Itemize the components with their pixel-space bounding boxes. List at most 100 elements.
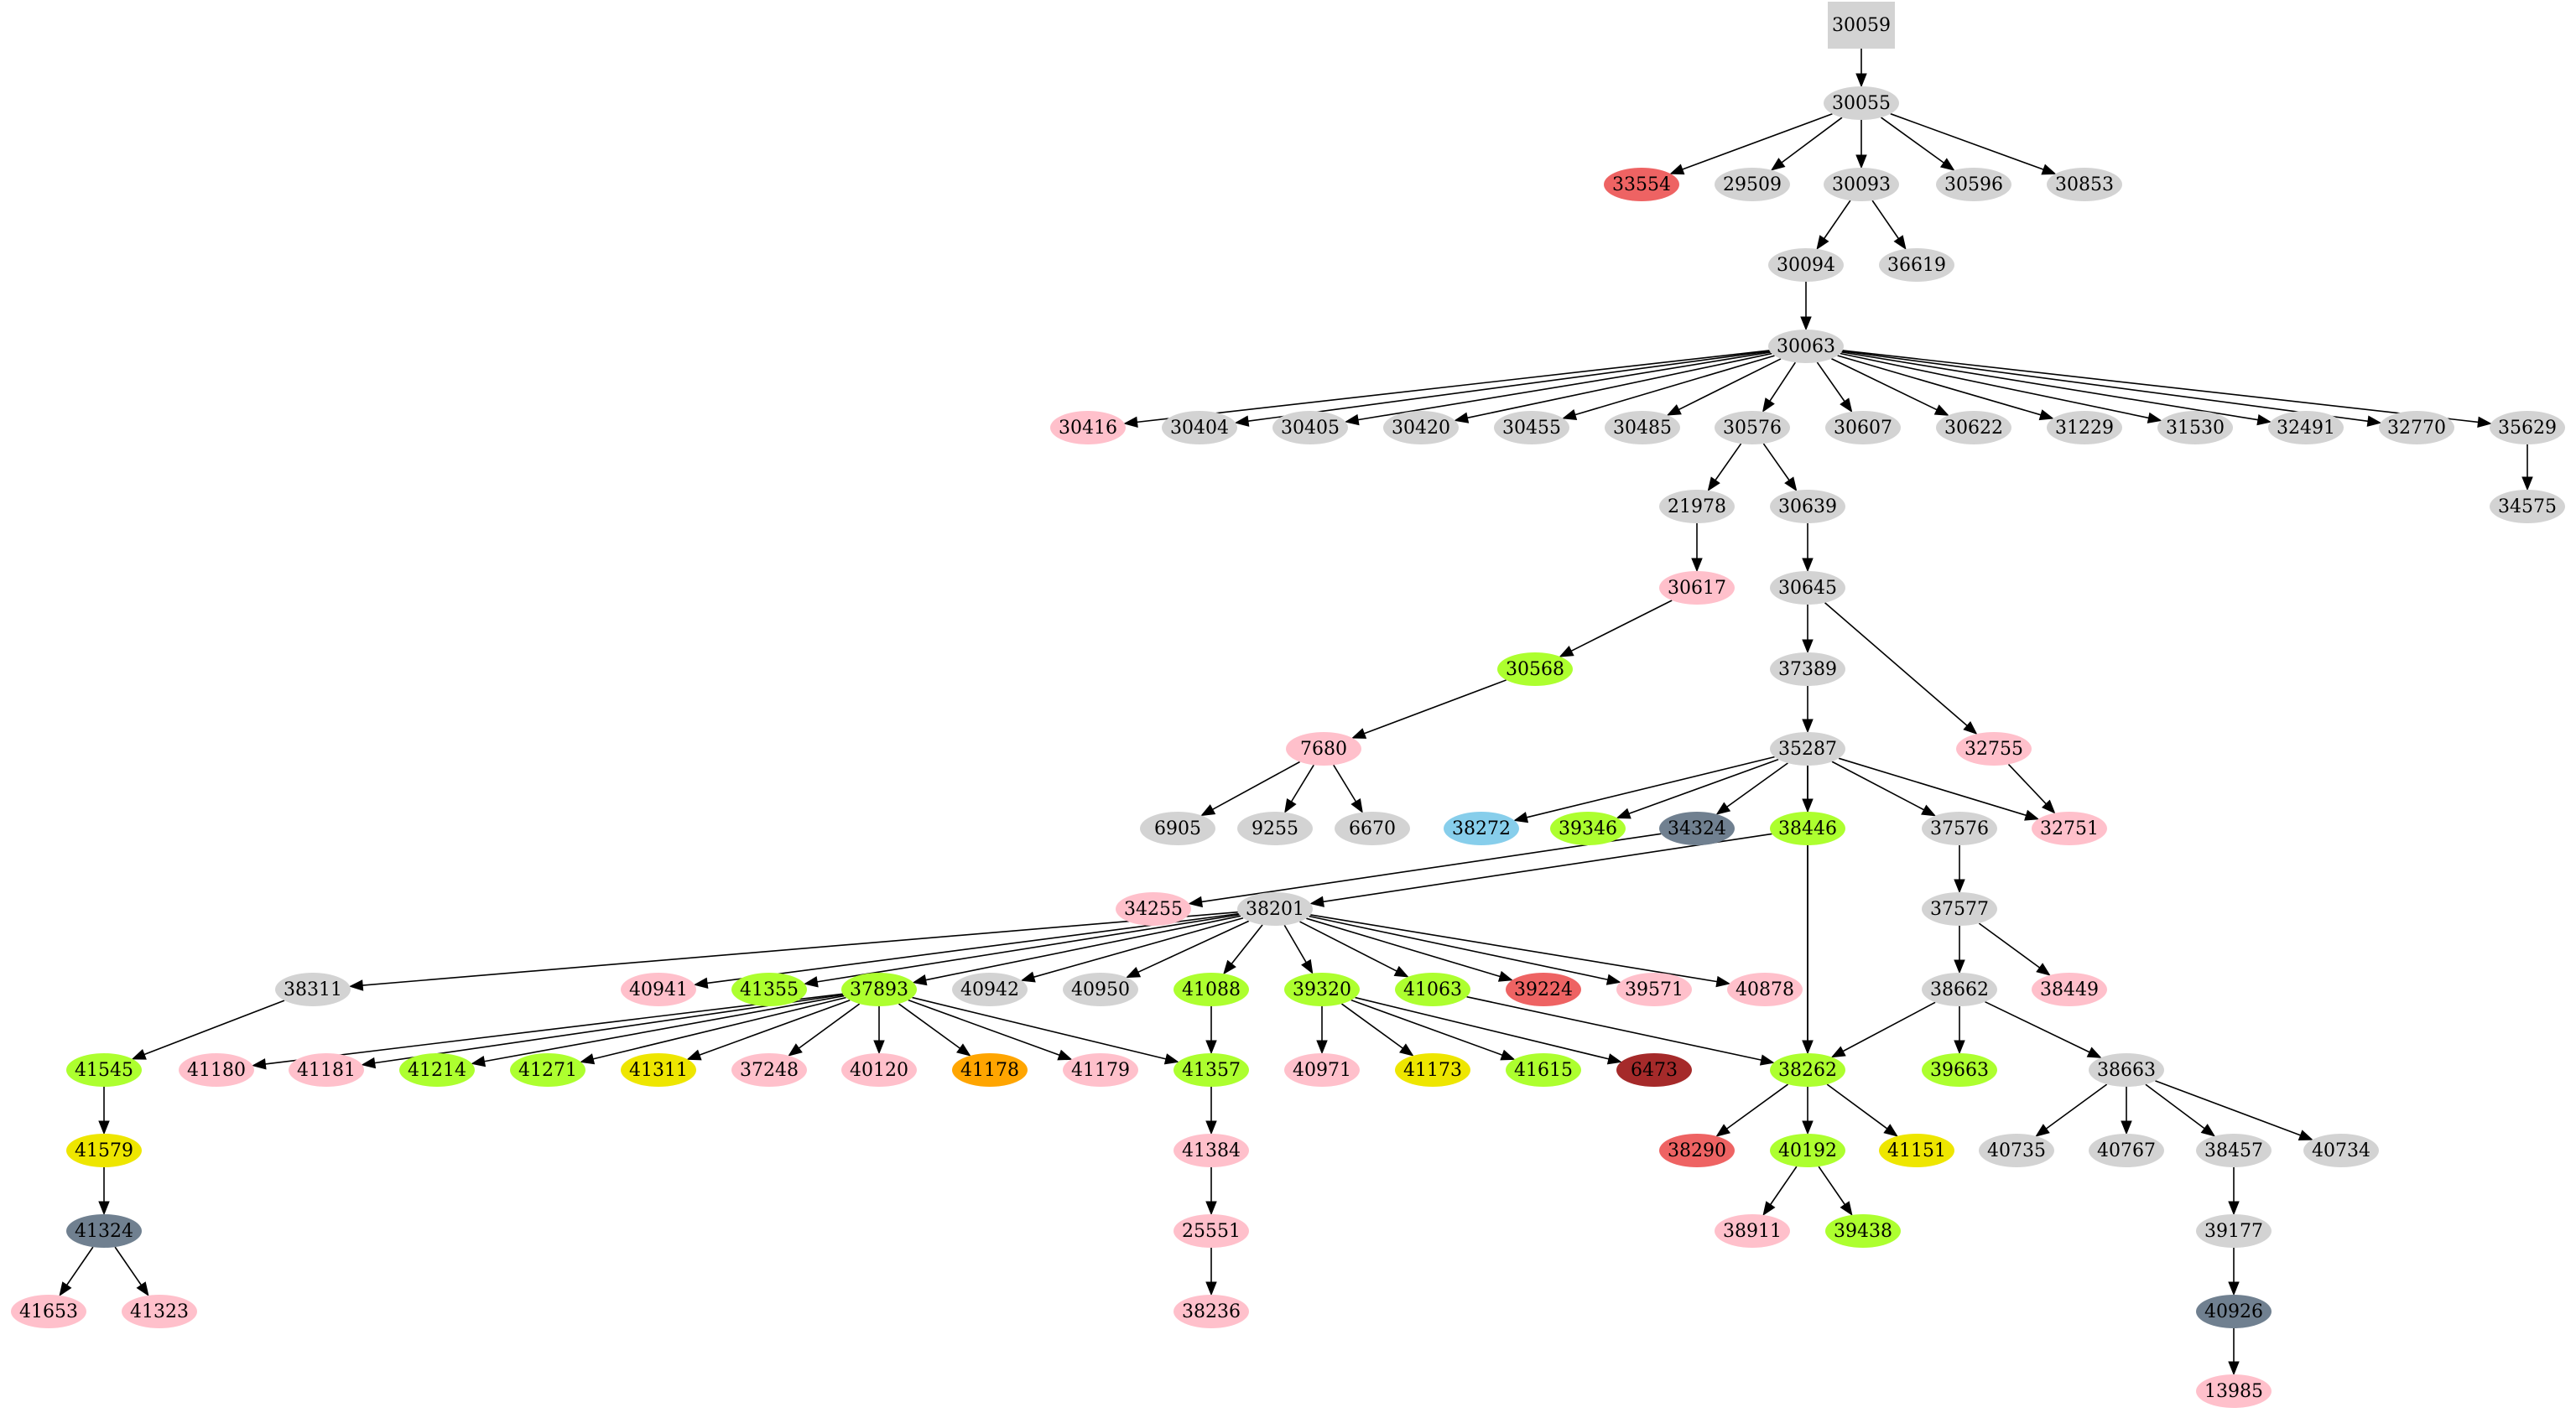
- node-30416[interactable]: 30416: [1050, 411, 1126, 444]
- node-30607[interactable]: 30607: [1825, 411, 1901, 444]
- node-41615[interactable]: 41615: [1506, 1053, 1581, 1087]
- node-37248[interactable]: 37248: [731, 1053, 807, 1087]
- node-37389[interactable]: 37389: [1770, 652, 1845, 686]
- node-32491[interactable]: 32491: [2268, 411, 2344, 444]
- node-37576[interactable]: 37576: [1922, 812, 1997, 845]
- node-39346[interactable]: 39346: [1550, 812, 1626, 845]
- node-30645[interactable]: 30645: [1770, 571, 1845, 605]
- node-38457[interactable]: 38457: [2196, 1134, 2272, 1167]
- node-38272[interactable]: 38272: [1444, 812, 1519, 845]
- node-38911[interactable]: 38911: [1715, 1214, 1790, 1248]
- node-34255[interactable]: 34255: [1116, 892, 1191, 926]
- node-39663[interactable]: 39663: [1922, 1053, 1997, 1087]
- node-41088[interactable]: 41088: [1174, 973, 1249, 1006]
- node-30063[interactable]: 30063: [1768, 330, 1844, 363]
- node-30568[interactable]: 30568: [1497, 652, 1573, 686]
- node-36619[interactable]: 36619: [1879, 248, 1954, 282]
- node-6670[interactable]: 6670: [1335, 812, 1410, 845]
- node-38662[interactable]: 38662: [1922, 973, 1997, 1006]
- node-34324[interactable]: 34324: [1659, 812, 1735, 845]
- arrowhead-icon: [1715, 802, 1731, 815]
- node-41179[interactable]: 41179: [1063, 1053, 1138, 1087]
- node-30622[interactable]: 30622: [1936, 411, 2011, 444]
- node-38449[interactable]: 38449: [2032, 973, 2107, 1006]
- node-30404[interactable]: 30404: [1162, 411, 1237, 444]
- node-40941[interactable]: 40941: [621, 973, 696, 1006]
- node-40942[interactable]: 40942: [952, 973, 1028, 1006]
- node-30485[interactable]: 30485: [1605, 411, 1680, 444]
- node-13985[interactable]: 13985: [2196, 1374, 2272, 1408]
- node-25551[interactable]: 25551: [1174, 1214, 1249, 1248]
- node-41271[interactable]: 41271: [510, 1053, 585, 1087]
- node-41151[interactable]: 41151: [1879, 1134, 1954, 1167]
- node-30455[interactable]: 30455: [1494, 411, 1569, 444]
- node-38262[interactable]: 38262: [1770, 1053, 1845, 1087]
- node-41181[interactable]: 41181: [289, 1053, 364, 1087]
- node-38446[interactable]: 38446: [1770, 812, 1845, 845]
- node-6905[interactable]: 6905: [1140, 812, 1215, 845]
- node-37577[interactable]: 37577: [1922, 892, 1997, 926]
- node-30576[interactable]: 30576: [1715, 411, 1790, 444]
- node-40734[interactable]: 40734: [2303, 1134, 2379, 1167]
- node-38311[interactable]: 38311: [275, 973, 351, 1006]
- node-40192[interactable]: 40192: [1770, 1134, 1845, 1167]
- node-38290[interactable]: 38290: [1659, 1134, 1735, 1167]
- node-21978[interactable]: 21978: [1659, 490, 1735, 523]
- node-32770[interactable]: 32770: [2379, 411, 2454, 444]
- node-41357[interactable]: 41357: [1174, 1053, 1249, 1087]
- node-31229[interactable]: 31229: [2047, 411, 2122, 444]
- node-label: 30416: [1059, 418, 1117, 439]
- node-30639[interactable]: 30639: [1770, 490, 1845, 523]
- edge-line: [1823, 200, 1851, 239]
- node-33554[interactable]: 33554: [1604, 168, 1679, 201]
- node-30596[interactable]: 30596: [1936, 168, 2011, 201]
- node-7680[interactable]: 7680: [1286, 732, 1361, 766]
- node-41323[interactable]: 41323: [122, 1295, 197, 1328]
- node-39320[interactable]: 39320: [1284, 973, 1360, 1006]
- node-41355[interactable]: 41355: [731, 973, 807, 1006]
- node-41545[interactable]: 41545: [66, 1053, 142, 1087]
- node-38201[interactable]: 38201: [1237, 892, 1313, 926]
- node-30094[interactable]: 30094: [1768, 248, 1844, 282]
- node-41214[interactable]: 41214: [399, 1053, 475, 1087]
- node-35287[interactable]: 35287: [1770, 732, 1845, 766]
- node-39571[interactable]: 39571: [1616, 973, 1692, 1006]
- node-9255[interactable]: 9255: [1237, 812, 1313, 845]
- node-41653[interactable]: 41653: [11, 1295, 86, 1328]
- node-40950[interactable]: 40950: [1063, 973, 1138, 1006]
- node-30405[interactable]: 30405: [1272, 411, 1348, 444]
- node-30617[interactable]: 30617: [1659, 571, 1735, 605]
- node-37893[interactable]: 37893: [841, 973, 917, 1006]
- node-41173[interactable]: 41173: [1395, 1053, 1470, 1087]
- node-41579[interactable]: 41579: [66, 1134, 142, 1167]
- node-30093[interactable]: 30093: [1824, 168, 1899, 201]
- node-35629[interactable]: 35629: [2490, 411, 2565, 444]
- node-41324[interactable]: 41324: [66, 1214, 142, 1248]
- node-31530[interactable]: 31530: [2157, 411, 2233, 444]
- node-39177[interactable]: 39177: [2196, 1214, 2272, 1248]
- node-40120[interactable]: 40120: [841, 1053, 917, 1087]
- node-34575[interactable]: 34575: [2490, 490, 2565, 523]
- node-40926[interactable]: 40926: [2196, 1295, 2272, 1328]
- node-41384[interactable]: 41384: [1174, 1134, 1249, 1167]
- node-30055[interactable]: 30055: [1824, 86, 1899, 120]
- node-6473[interactable]: 6473: [1616, 1053, 1692, 1087]
- node-32755[interactable]: 32755: [1956, 732, 2032, 766]
- node-40878[interactable]: 40878: [1727, 973, 1803, 1006]
- node-40767[interactable]: 40767: [2089, 1134, 2164, 1167]
- node-32751[interactable]: 32751: [2032, 812, 2107, 845]
- node-39438[interactable]: 39438: [1825, 1214, 1901, 1248]
- node-40735[interactable]: 40735: [1979, 1134, 2054, 1167]
- node-38236[interactable]: 38236: [1174, 1295, 1249, 1328]
- node-39224[interactable]: 39224: [1506, 973, 1581, 1006]
- node-29509[interactable]: 29509: [1715, 168, 1790, 201]
- node-30420[interactable]: 30420: [1383, 411, 1459, 444]
- node-41063[interactable]: 41063: [1395, 973, 1470, 1006]
- node-30059[interactable]: 30059: [1828, 2, 1895, 49]
- node-40971[interactable]: 40971: [1284, 1053, 1360, 1087]
- node-30853[interactable]: 30853: [2047, 168, 2122, 201]
- node-41178[interactable]: 41178: [952, 1053, 1028, 1087]
- node-38663[interactable]: 38663: [2089, 1053, 2164, 1087]
- node-41180[interactable]: 41180: [179, 1053, 254, 1087]
- node-41311[interactable]: 41311: [621, 1053, 696, 1087]
